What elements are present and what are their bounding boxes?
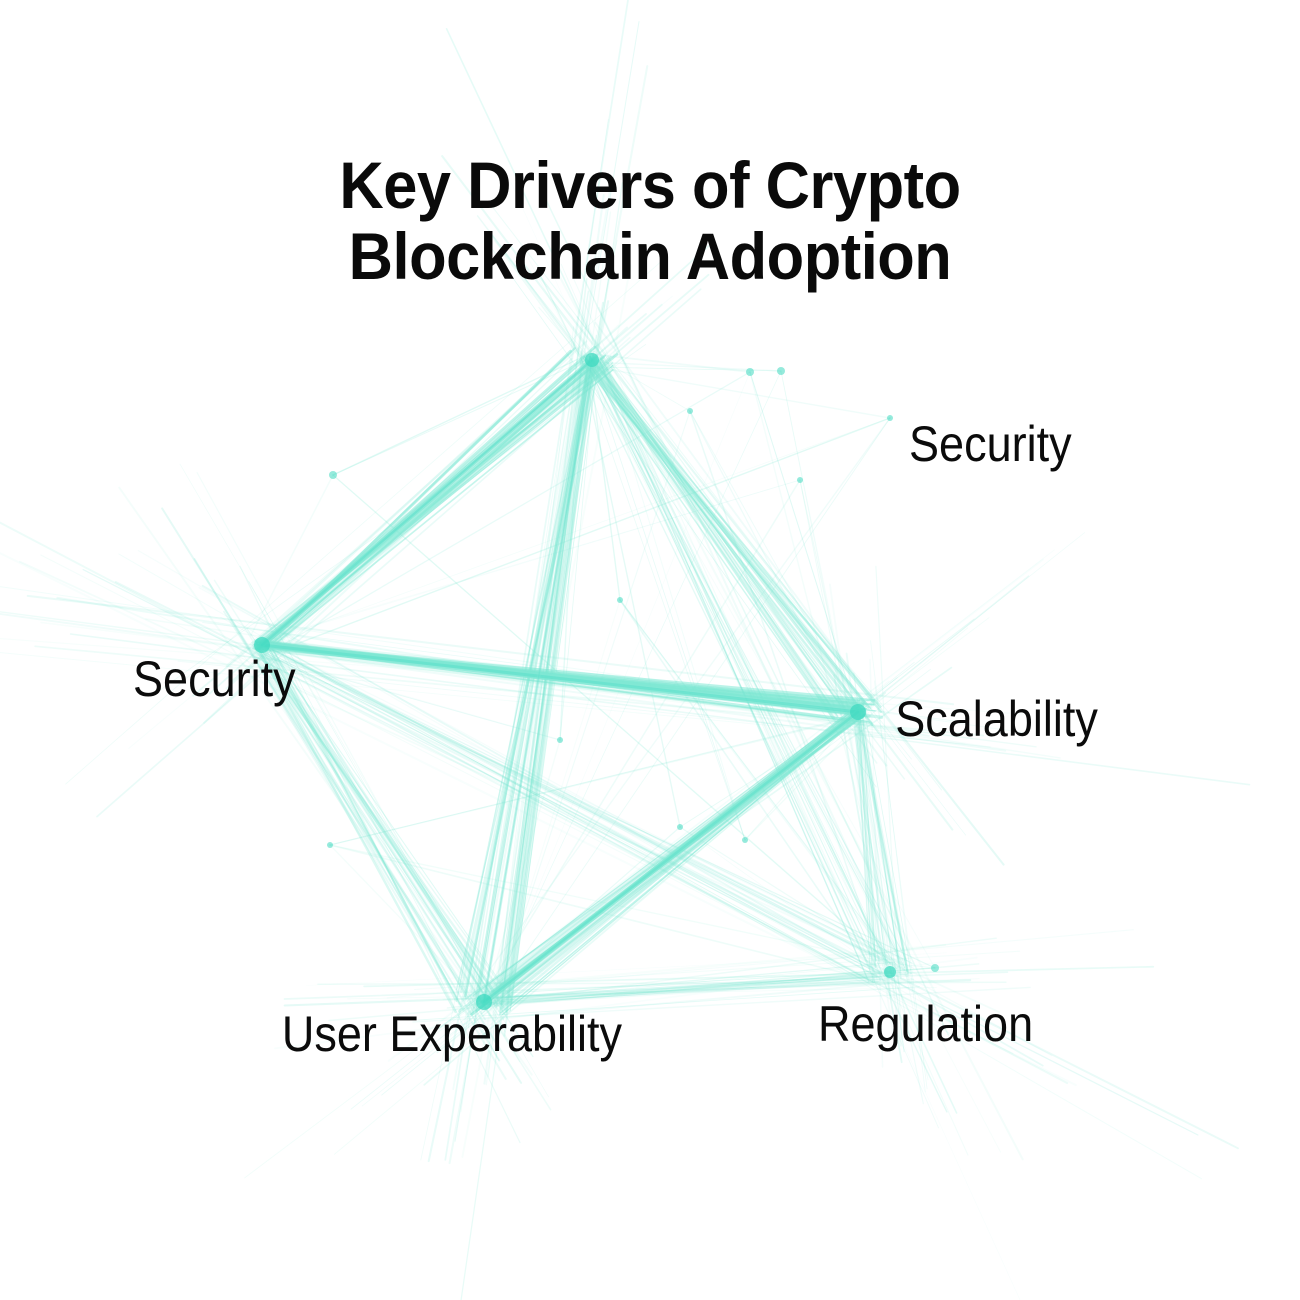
node-label-scalability: Scalability [895,691,1098,747]
graph-hub-node-security-left[interactable] [254,637,270,653]
graph-minor-node[interactable] [557,737,563,743]
node-label-user-experability: User Experability [281,1006,623,1062]
edge-layer [0,0,1251,1300]
graph-hub-node-security-top[interactable] [585,353,599,367]
graph-minor-node[interactable] [777,367,785,375]
node-layer [254,353,939,1010]
node-label-regulation: Regulation [817,996,1034,1052]
graph-minor-node[interactable] [617,597,623,603]
graph-minor-node[interactable] [677,824,683,830]
graph-hub-node-scalability[interactable] [850,704,866,720]
node-label-security-top: Security [909,416,1072,472]
graph-minor-node[interactable] [687,408,693,414]
graph-minor-node[interactable] [329,471,337,479]
graph-hub-node-regulation[interactable] [884,966,896,978]
graph-minor-node[interactable] [887,415,893,421]
graph-minor-node[interactable] [746,368,754,376]
graph-minor-node[interactable] [742,837,748,843]
graph-hub-node-user-experability[interactable] [476,994,492,1010]
node-label-security-left: Security [133,651,296,707]
graph-minor-node[interactable] [797,477,803,483]
graph-minor-node[interactable] [931,964,939,972]
graph-minor-node[interactable] [327,842,333,848]
